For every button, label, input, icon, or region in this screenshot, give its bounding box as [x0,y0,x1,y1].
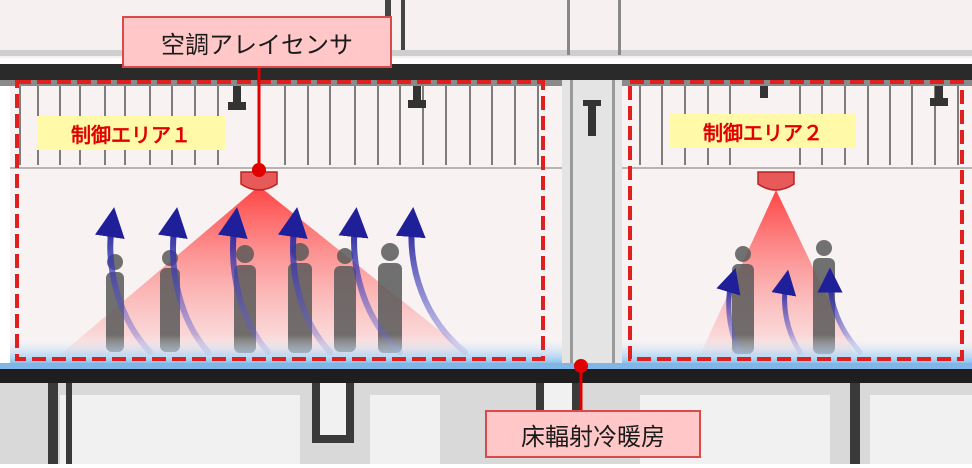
array-sensor-2 [757,171,795,191]
control-area-1-label: 制御エリア１ [37,116,225,150]
control-area-2-label: 制御エリア２ [670,114,856,148]
control-zone-1-outline [15,80,545,361]
radiant-floor [0,363,972,369]
array-sensor-label: 空調アレイセンサ [122,16,392,68]
radiant-floor-label: 床輻射冷暖房 [485,410,701,458]
ceiling-fixtures [228,86,948,110]
sensor-leader-dot [252,163,266,177]
floor-slab [0,369,972,383]
ceiling-slab [0,64,972,80]
control-zone-2-outline [628,80,964,361]
floor-leader-dot [574,359,588,373]
array-sensor-1 [240,171,278,191]
ceiling-hangers [19,86,959,165]
